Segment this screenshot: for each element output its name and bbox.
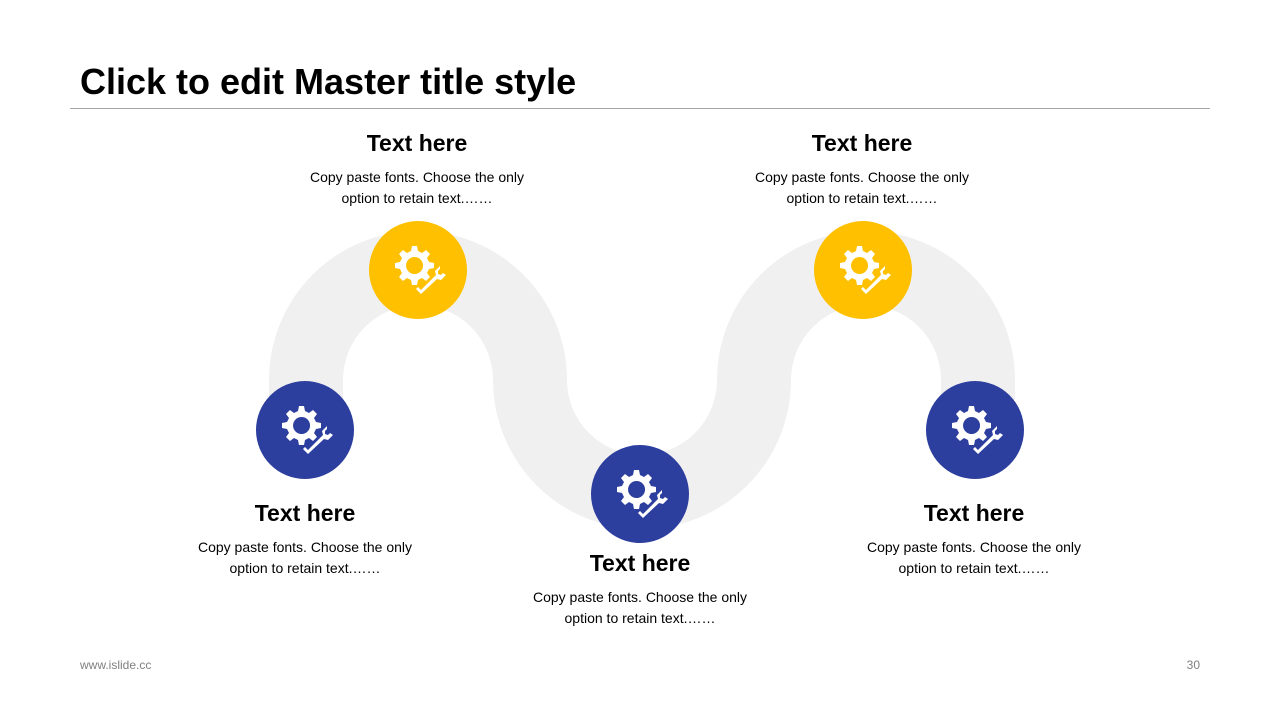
step-4-description: Copy paste fonts. Choose the only option… [732,167,992,209]
step-3-desc-line-2: option to retain text.…… [564,610,716,626]
step-3-icon-circle [591,445,689,543]
step-5-heading: Text here [923,500,1025,526]
step-2-heading: Text here [366,130,468,156]
step-3-description: Copy paste fonts. Choose the only option… [510,587,770,629]
step-1-heading: Text here [254,500,356,526]
step-5-text: Text here Copy paste fonts. Choose the o… [844,499,1104,579]
gear-wrench-icon [840,246,891,294]
gear-wrench-icon [282,406,333,454]
step-1-description: Copy paste fonts. Choose the only option… [175,537,435,579]
step-2-text: Text here Copy paste fonts. Choose the o… [287,129,547,209]
gear-wrench-icon [617,470,668,518]
step-1-text: Text here Copy paste fonts. Choose the o… [175,499,435,579]
gear-wrench-icon [395,246,446,294]
step-5-description: Copy paste fonts. Choose the only option… [844,537,1104,579]
step-5-icon-circle [926,381,1024,479]
step-4-desc-line-1: Copy paste fonts. Choose the only [754,169,970,185]
step-2-desc-line-1: Copy paste fonts. Choose the only [309,169,525,185]
step-4-text: Text here Copy paste fonts. Choose the o… [732,129,992,209]
step-1-desc-line-1: Copy paste fonts. Choose the only [197,539,413,555]
step-4-heading: Text here [811,130,913,156]
step-4-desc-line-2: option to retain text.…… [786,190,938,206]
title-divider [70,108,1210,109]
step-2-description: Copy paste fonts. Choose the only option… [287,167,547,209]
gear-wrench-icon [952,406,1003,454]
step-2-icon-circle [369,221,467,319]
step-5-desc-line-1: Copy paste fonts. Choose the only [866,539,1082,555]
step-3-text: Text here Copy paste fonts. Choose the o… [510,549,770,629]
footer-website: www.islide.cc [80,658,152,672]
step-1-desc-line-2: option to retain text.…… [229,560,381,576]
step-3-desc-line-1: Copy paste fonts. Choose the only [532,589,748,605]
step-3-heading: Text here [589,550,691,576]
step-5-desc-line-2: option to retain text.…… [898,560,1050,576]
step-2-desc-line-2: option to retain text.…… [341,190,493,206]
step-1-icon-circle [256,381,354,479]
page-number: 30 [1186,658,1200,672]
slide-title: Click to edit Master title style [80,61,577,102]
step-4-icon-circle [814,221,912,319]
